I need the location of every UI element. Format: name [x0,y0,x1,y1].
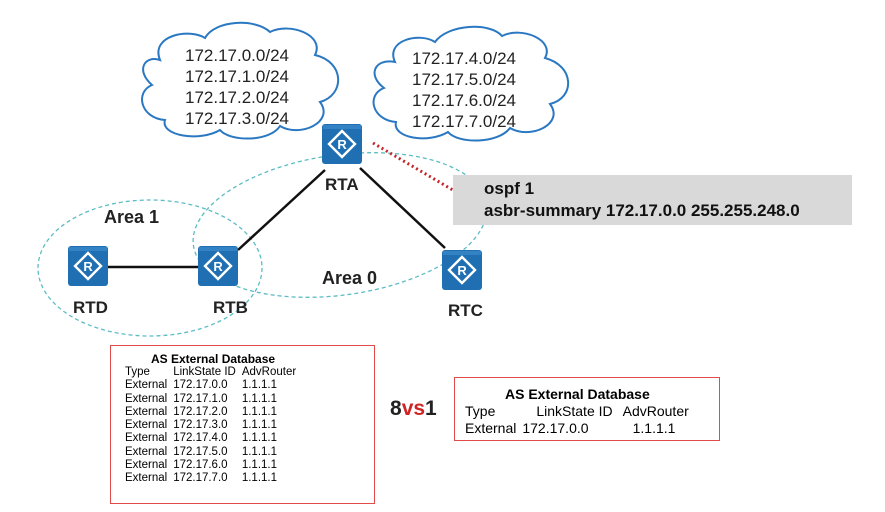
table-header-row: Type LinkState ID AdvRouter [465,403,695,420]
cell-type: External [465,420,517,436]
area0-label: Area 0 [322,268,378,288]
config-line-ospf: ospf 1 [484,179,535,198]
table-row: External 172.17.4.0 1.1.1.1 [125,432,302,445]
db-after-title: AS External Database [505,386,650,402]
table-row: External 172.17.0.0 1.1.1.1 [465,420,695,437]
cell-advrouter: 1.1.1.1 [241,419,278,432]
config-pointer [372,141,464,198]
header-advrouter: AdvRouter [622,403,689,419]
cloud-left-line: 172.17.2.0/24 [185,88,289,107]
table-row: External 172.17.2.0 1.1.1.1 [125,406,302,419]
cloud-right-line: 172.17.6.0/24 [412,91,516,110]
header-linkstate-id: LinkState ID [536,403,613,419]
cell-type: External [125,419,168,432]
cell-advrouter: 1.1.1.1 [241,392,278,405]
router-rtb-icon[interactable] [196,244,240,288]
area1-label: Area 1 [104,207,160,227]
cell-advrouter: 1.1.1.1 [241,405,278,418]
cell-type: External [125,379,168,392]
cell-advrouter: 1.1.1.1 [241,379,278,392]
table-row: External 172.17.6.0 1.1.1.1 [125,459,302,472]
link-rta-rtc [359,167,446,249]
comparison-right: 1 [425,397,437,420]
config-box: ospf 1 asbr-summary 172.17.0.0 255.255.2… [453,175,852,225]
link-rta-rtb [237,169,326,251]
table-row: External 172.17.7.0 1.1.1.1 [125,472,302,485]
table-row: External 172.17.1.0 1.1.1.1 [125,393,302,406]
table-row: External 172.17.3.0 1.1.1.1 [125,419,302,432]
table-header-row: Type LinkState ID AdvRouter [125,366,302,379]
cloud-right-line: 172.17.4.0/24 [412,49,516,68]
header-type: Type [465,403,496,419]
cell-linkstate-id: 172.17.5.0 [173,445,228,458]
db-before-title: AS External Database [151,352,276,366]
cell-linkstate-id: 172.17.6.0 [173,459,228,472]
router-rtc-label: RTC [448,301,483,320]
cloud-left-line: 172.17.1.0/24 [185,67,289,86]
as-external-db-after: AS External Database Type LinkState ID A… [454,377,720,441]
table-row: External 172.17.5.0 1.1.1.1 [125,446,302,459]
router-rta-label: RTA [325,175,359,194]
config-line-asbr-summary: asbr-summary 172.17.0.0 255.255.248.0 [484,201,800,220]
cell-advrouter: 1.1.1.1 [632,420,676,436]
cell-advrouter: 1.1.1.1 [241,472,278,485]
cell-advrouter: 1.1.1.1 [241,432,278,445]
comparison-label: 8vs1 [390,397,437,421]
cell-advrouter: 1.1.1.1 [241,459,278,472]
cloud-right-networks: 172.17.4.0/24 172.17.5.0/24 172.17.6.0/2… [412,48,516,132]
cell-linkstate-id: 172.17.7.0 [173,472,228,485]
header-advrouter: AdvRouter [241,366,297,378]
comparison-left: 8 [390,397,402,420]
cloud-left [141,21,340,140]
cell-linkstate-id: 172.17.4.0 [173,432,228,445]
cell-type: External [125,405,168,418]
router-rtd-label: RTD [73,298,108,317]
cloud-left-networks: 172.17.0.0/24 172.17.1.0/24 172.17.2.0/2… [185,45,289,129]
cloud-left-line: 172.17.3.0/24 [185,109,289,128]
cloud-right-line: 172.17.7.0/24 [412,112,516,131]
router-rtc-icon[interactable] [440,248,484,292]
cell-linkstate-id: 172.17.1.0 [173,392,228,405]
cell-linkstate-id: 172.17.3.0 [173,419,228,432]
cloud-left-line: 172.17.0.0/24 [185,46,289,65]
db-after-table: Type LinkState ID AdvRouter External 172… [465,403,695,437]
cell-linkstate-id: 172.17.2.0 [173,405,228,418]
comparison-vs: vs [401,397,426,420]
cell-linkstate-id: 172.17.0.0 [522,420,589,436]
area1-boundary [37,199,263,337]
header-linkstate-id: LinkState ID [173,366,236,378]
cell-type: External [125,445,168,458]
cell-type: External [125,472,168,485]
cell-type: External [125,392,168,405]
cell-type: External [125,432,168,445]
cell-type: External [125,459,168,472]
router-rta-icon[interactable] [320,122,364,166]
table-row: External 172.17.0.0 1.1.1.1 [125,379,302,392]
router-rtb-label: RTB [213,298,248,317]
cloud-right-line: 172.17.5.0/24 [412,70,516,89]
db-before-table: Type LinkState ID AdvRouter External 172.… [125,366,302,486]
cell-advrouter: 1.1.1.1 [241,445,278,458]
cell-linkstate-id: 172.17.0.0 [173,379,228,392]
header-type: Type [125,366,150,378]
router-rtd-icon[interactable] [66,244,110,288]
as-external-db-before: AS External Database Type LinkState ID A… [110,345,375,504]
cloud-right [372,25,570,142]
